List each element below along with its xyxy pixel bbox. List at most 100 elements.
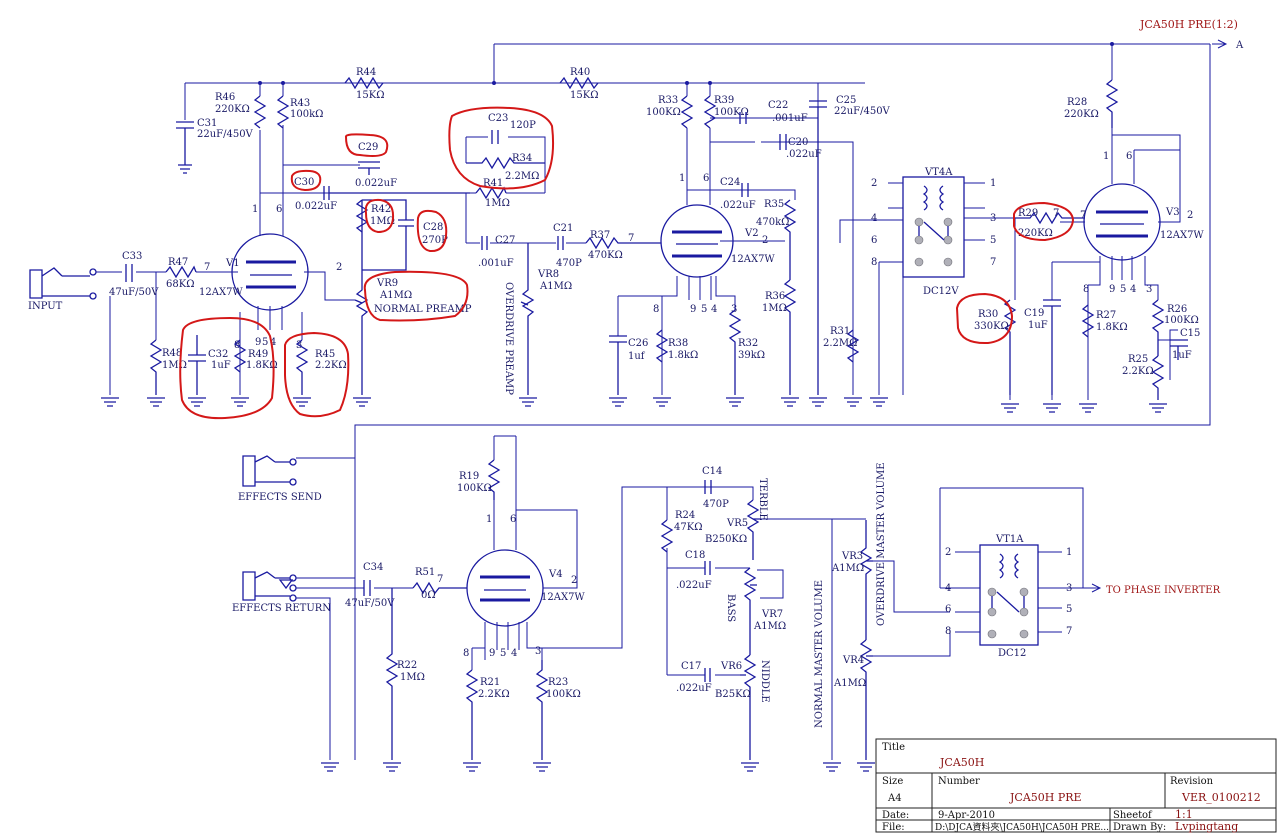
svg-text:15KΩ: 15KΩ	[570, 90, 599, 101]
svg-text:.001uF: .001uF	[478, 258, 514, 269]
svg-text:2.2KΩ: 2.2KΩ	[315, 360, 347, 371]
normal-master-label: NORMAL MASTER VOLUME	[814, 580, 825, 728]
svg-text:Size: Size	[882, 776, 903, 787]
terble-label: TERBLE	[757, 478, 768, 521]
ground-symbols-top	[101, 337, 1167, 413]
svg-text:VR6: VR6	[720, 661, 742, 672]
svg-text:Lvpingtang: Lvpingtang	[1175, 820, 1238, 833]
svg-text:5: 5	[701, 304, 707, 315]
svg-text:R49: R49	[248, 349, 268, 360]
svg-text:47uF/50V: 47uF/50V	[109, 287, 159, 298]
svg-text:100KΩ: 100KΩ	[646, 107, 681, 118]
svg-text:220KΩ: 220KΩ	[1064, 109, 1099, 120]
svg-text:1MΩ: 1MΩ	[370, 216, 395, 227]
effects-return-jack[interactable]: EFFECTS RETURN	[232, 571, 413, 760]
svg-text:C17: C17	[681, 661, 701, 672]
svg-text:.022uF: .022uF	[676, 580, 712, 591]
svg-text:7: 7	[437, 574, 443, 585]
svg-text:7: 7	[204, 262, 210, 273]
svg-text:9: 9	[1109, 284, 1115, 295]
svg-text:R34: R34	[512, 153, 532, 164]
svg-text:Date:: Date:	[882, 810, 909, 821]
out-a-label: A	[1235, 40, 1244, 51]
svg-text:JCA50H PRE: JCA50H PRE	[1009, 791, 1082, 804]
svg-text:9: 9	[255, 337, 261, 348]
svg-text:V1: V1	[225, 258, 240, 269]
svg-text:File:: File:	[882, 822, 905, 833]
svg-text:R37: R37	[590, 230, 610, 241]
svg-text:EFFECTS SEND: EFFECTS SEND	[238, 492, 322, 503]
svg-text:A1MΩ: A1MΩ	[831, 563, 864, 574]
svg-text:7: 7	[1053, 208, 1059, 219]
svg-text:C34: C34	[363, 562, 383, 573]
svg-text:1: 1	[990, 178, 996, 189]
svg-text:VR8: VR8	[537, 269, 559, 280]
svg-text:8: 8	[945, 626, 951, 637]
svg-text:4: 4	[871, 213, 877, 224]
svg-text:1.8KΩ: 1.8KΩ	[246, 360, 278, 371]
effects-send-jack[interactable]: EFFECTS SEND	[238, 455, 355, 503]
svg-text:R27: R27	[1096, 310, 1116, 321]
svg-text:5: 5	[500, 648, 506, 659]
svg-text:7: 7	[1080, 210, 1086, 221]
svg-text:470P: 470P	[556, 258, 582, 269]
svg-text:2.2KΩ: 2.2KΩ	[1122, 366, 1154, 377]
svg-text:12AX7W: 12AX7W	[541, 592, 585, 603]
svg-text:5: 5	[1120, 284, 1126, 295]
svg-text:C21: C21	[553, 223, 573, 234]
capacitor-c21: C21 470P	[528, 223, 586, 269]
capacitor-c22: C22.001uF	[739, 100, 808, 124]
svg-text:22uF/450V: 22uF/450V	[834, 106, 891, 117]
svg-text:3: 3	[1146, 284, 1152, 295]
bass-label: BASS	[725, 594, 736, 622]
svg-text:4: 4	[1130, 284, 1136, 295]
input-jack[interactable]: INPUT	[28, 267, 97, 312]
svg-text:C32: C32	[208, 349, 228, 360]
svg-text:3: 3	[1066, 583, 1072, 594]
ground-symbols-bottom	[321, 762, 875, 772]
capacitor-c20: C20.022uF	[779, 134, 822, 160]
sheet-ref: JCA50H PRE(1:2)	[1139, 18, 1238, 31]
svg-text:22uF/450V: 22uF/450V	[197, 129, 254, 140]
svg-text:DC12V: DC12V	[923, 286, 959, 297]
svg-text:C22: C22	[768, 100, 788, 111]
svg-text:8: 8	[653, 304, 659, 315]
svg-text:68KΩ: 68KΩ	[166, 279, 195, 290]
svg-text:R42: R42	[371, 204, 391, 215]
svg-text:V3: V3	[1165, 207, 1180, 218]
svg-text:C33: C33	[122, 251, 142, 262]
svg-text:1: 1	[486, 514, 492, 525]
svg-text:1.8KΩ: 1.8KΩ	[1096, 322, 1128, 333]
svg-text:VR3: VR3	[841, 551, 863, 562]
svg-text:A1MΩ: A1MΩ	[539, 281, 572, 292]
svg-text:1: 1	[679, 173, 685, 184]
svg-text:B25KΩ: B25KΩ	[715, 689, 751, 700]
svg-text:6: 6	[1126, 151, 1132, 162]
svg-text:R46: R46	[215, 92, 235, 103]
svg-text:1MΩ: 1MΩ	[400, 672, 425, 683]
svg-text:7: 7	[990, 257, 996, 268]
svg-text:1MΩ: 1MΩ	[485, 198, 510, 209]
svg-text:R31: R31	[830, 326, 850, 337]
svg-text:C14: C14	[702, 466, 722, 477]
svg-text:C23: C23	[488, 113, 508, 124]
